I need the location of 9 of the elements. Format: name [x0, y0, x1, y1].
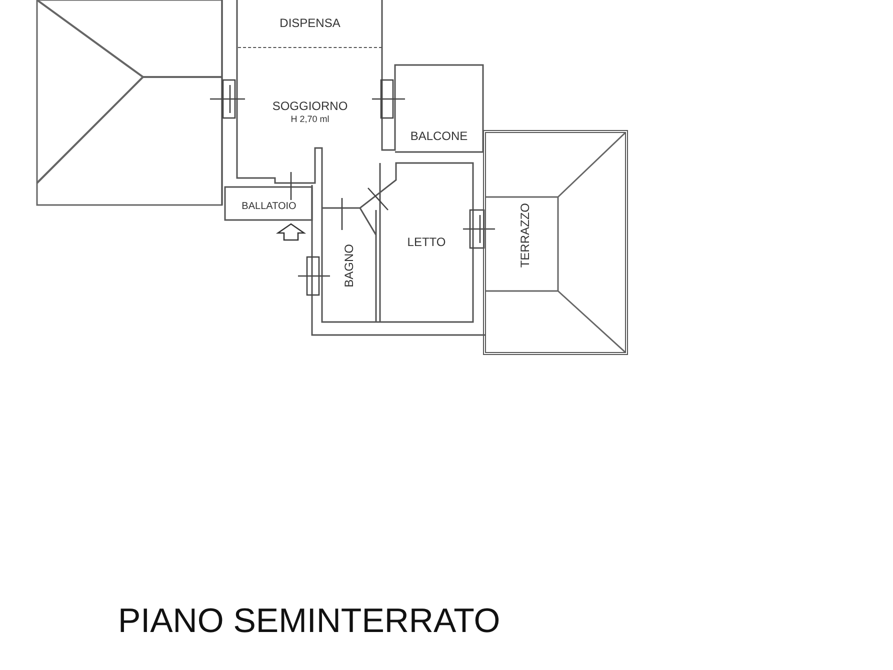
- room-label: BALCONE: [410, 128, 468, 144]
- room-label: BALLATOIO: [242, 201, 296, 213]
- room-label: TERRAZZO: [518, 203, 532, 268]
- room-label: SOGGIORNO: [272, 99, 348, 114]
- ceiling-height-note: H 2,70 ml: [290, 114, 330, 125]
- room-label: DISPENSA: [280, 16, 340, 31]
- room-label: LETTO: [407, 235, 446, 250]
- room-label: BAGNO: [342, 244, 356, 288]
- plan-title: PIANO SEMINTERRATO: [118, 602, 500, 641]
